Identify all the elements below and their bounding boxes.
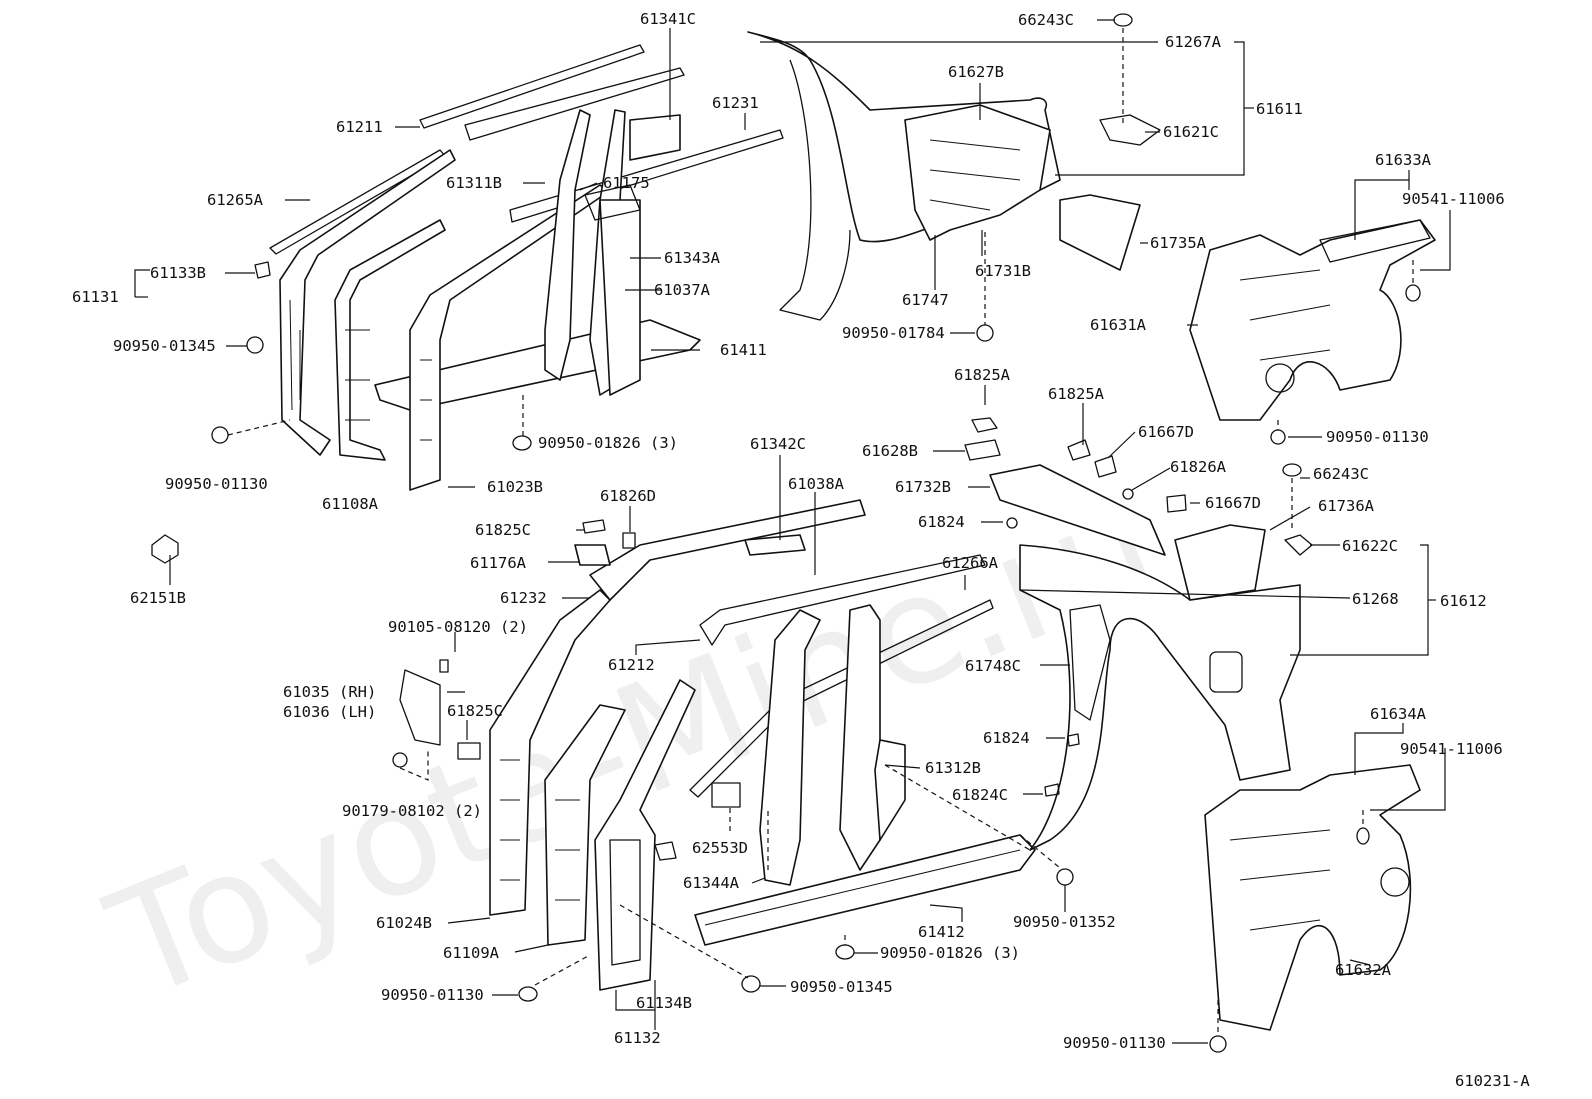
label-61268: 61268 (1352, 590, 1399, 608)
label-61267A: 61267A (1165, 33, 1222, 51)
label-90950-01826-bot: 90950-01826 (3) (880, 944, 1020, 962)
label-61825C-1: 61825C (475, 521, 531, 539)
label-90950-01352: 90950-01352 (1013, 913, 1116, 931)
label-61622C: 61622C (1342, 537, 1398, 555)
label-61632A: 61632A (1335, 961, 1392, 979)
label-61633A: 61633A (1375, 151, 1432, 169)
label-61612: 61612 (1440, 592, 1487, 610)
label-61265A: 61265A (207, 191, 264, 209)
label-61667D-1: 61667D (1138, 423, 1194, 441)
label-61023B: 61023B (487, 478, 543, 496)
label-61824-1: 61824 (918, 513, 965, 531)
label-61312B: 61312B (925, 759, 981, 777)
label-61627B: 61627B (948, 63, 1004, 81)
part-center-pillar-rocker (694, 604, 1036, 946)
label-90950-01345-top: 90950-01345 (113, 337, 216, 355)
fasteners (151, 261, 1421, 1053)
label-90950-01130-right: 90950-01130 (1326, 428, 1429, 446)
part-rear-quarter-lower (989, 464, 1301, 851)
label-61342C: 61342C (750, 435, 806, 453)
label-61176A: 61176A (470, 554, 527, 572)
label-61037A: 61037A (654, 281, 711, 299)
label-61825A-1: 61825A (954, 366, 1011, 384)
label-61133B: 61133B (150, 264, 206, 282)
diagram-code: 610231-A (1455, 1072, 1530, 1090)
label-61824-2: 61824 (983, 729, 1030, 747)
label-61667D-2: 61667D (1205, 494, 1261, 512)
label-61634A: 61634A (1370, 705, 1427, 723)
label-61024B: 61024B (376, 914, 432, 932)
part-center-pillar-group (409, 109, 681, 491)
part-rear-quarter-upper (747, 13, 1161, 321)
label-61344A: 61344A (683, 874, 740, 892)
label-61736A: 61736A (1318, 497, 1375, 515)
label-66243C-top: 66243C (1018, 11, 1074, 29)
label-61825C-2: 61825C (447, 702, 503, 720)
label-90950-01345-bot: 90950-01345 (790, 978, 893, 996)
label-61826A: 61826A (1170, 458, 1227, 476)
label-61411: 61411 (720, 341, 767, 359)
part-roof-rails-mid (574, 499, 994, 798)
label-61824C: 61824C (952, 786, 1008, 804)
part-body-pillar-lower (489, 589, 696, 991)
label-90950-01130-bot: 90950-01130 (381, 986, 484, 1004)
label-61747: 61747 (902, 291, 949, 309)
label-61212: 61212 (608, 656, 655, 674)
label-61038A: 61038A (788, 475, 845, 493)
label-61108A: 61108A (322, 495, 379, 513)
label-61731B: 61731B (975, 262, 1031, 280)
label-66243C-mid: 66243C (1313, 465, 1369, 483)
label-62553D: 62553D (692, 839, 748, 857)
part-rear-wheelhouse-upper (1189, 219, 1436, 421)
label-61621C: 61621C (1163, 123, 1219, 141)
label-90950-01130-left: 90950-01130 (165, 475, 268, 493)
label-61748C: 61748C (965, 657, 1021, 675)
label-61266A: 61266A (942, 554, 999, 572)
label-90105-08120: 90105-08120 (2) (388, 618, 528, 636)
label-61311B: 61311B (446, 174, 502, 192)
label-61343A: 61343A (664, 249, 721, 267)
label-61211: 61211 (336, 118, 383, 136)
label-61109A: 61109A (443, 944, 500, 962)
label-90950-01784: 90950-01784 (842, 324, 945, 342)
label-90950-01130-br: 90950-01130 (1063, 1034, 1166, 1052)
part-drawings (151, 13, 1436, 1053)
label-61732B: 61732B (895, 478, 951, 496)
label-61131: 61131 (72, 288, 119, 306)
label-61134B: 61134B (636, 994, 692, 1012)
label-62151B: 62151B (130, 589, 186, 607)
label-61232: 61232 (500, 589, 547, 607)
part-labels: 61341C 66243C 61267A 61627B 61231 61611 … (72, 10, 1530, 1090)
label-61231: 61231 (712, 94, 759, 112)
label-61035-rh: 61035 (RH) (283, 683, 376, 701)
label-61628B: 61628B (862, 442, 918, 460)
leader-lines (134, 19, 1451, 1044)
label-61611: 61611 (1256, 100, 1303, 118)
label-61826D: 61826D (600, 487, 656, 505)
label-61175: 61175 (603, 174, 650, 192)
label-61825A-2: 61825A (1048, 385, 1105, 403)
label-61036-lh: 61036 (LH) (283, 703, 376, 721)
label-61631A: 61631A (1090, 316, 1147, 334)
label-61132: 61132 (614, 1029, 661, 1047)
label-90541-11006-bot: 90541-11006 (1400, 740, 1503, 758)
label-61341C: 61341C (640, 10, 696, 28)
label-90541-11006-top: 90541-11006 (1402, 190, 1505, 208)
label-61412: 61412 (918, 923, 965, 941)
label-90950-01826-top: 90950-01826 (3) (538, 434, 678, 452)
label-61735A: 61735A (1150, 234, 1207, 252)
part-rear-wheelhouse-lower (1204, 764, 1421, 1031)
label-90179-08102: 90179-08102 (2) (342, 802, 482, 820)
